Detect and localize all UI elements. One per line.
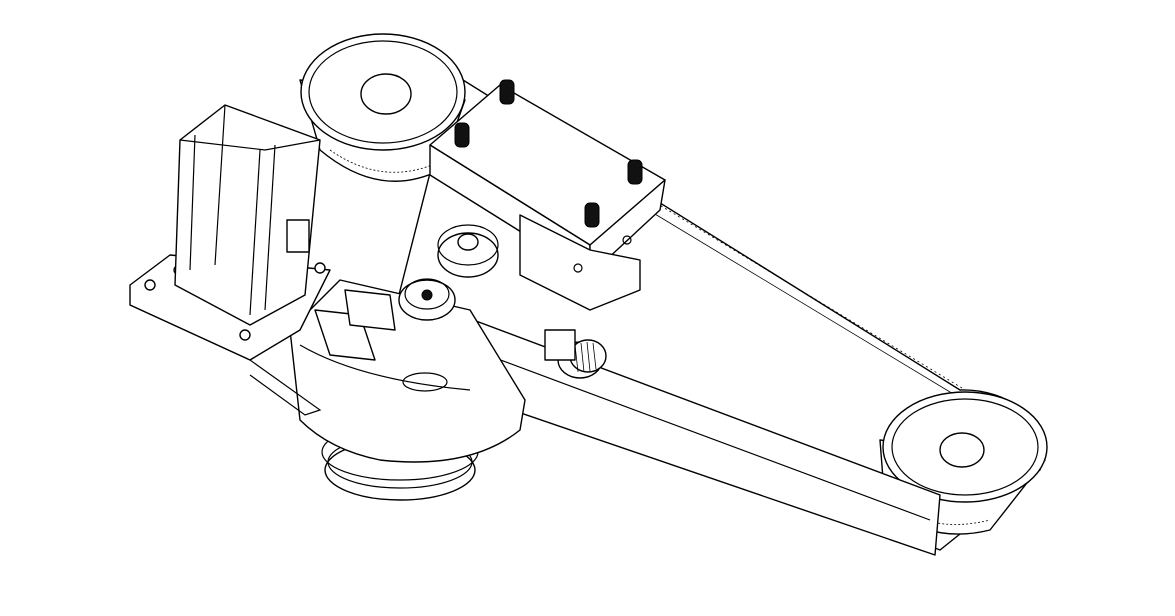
drive-pulley xyxy=(299,33,466,182)
set-screws xyxy=(454,79,643,228)
tensioner-bracket xyxy=(429,84,666,311)
central-housing xyxy=(289,279,526,463)
knurled-knob xyxy=(544,329,607,379)
idler-pulleys xyxy=(398,224,499,321)
stepper-motor xyxy=(174,104,321,326)
